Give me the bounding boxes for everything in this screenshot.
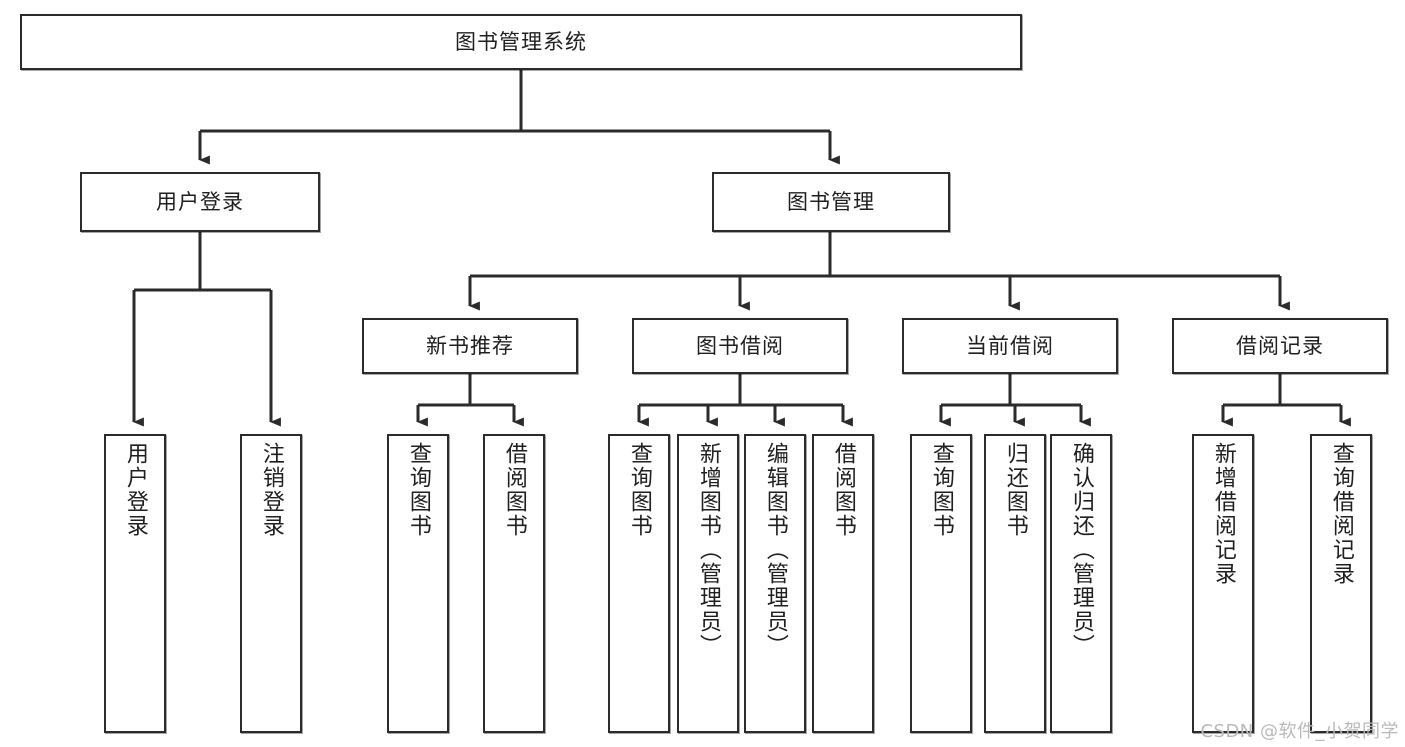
leaf-query-borrow-record-label: 查询借阅记录 — [1328, 442, 1354, 586]
leaf-query-borrow-record[interactable]: 查询借阅记录 — [1310, 434, 1372, 733]
node-new-book-recommend-label: 新书推荐 — [426, 333, 514, 358]
leaf-borrow-book-recommend-label: 借阅图书 — [501, 442, 527, 538]
node-borrow-record-label: 借阅记录 — [1236, 333, 1324, 358]
leaf-return-book[interactable]: 归还图书 — [984, 434, 1046, 733]
node-current-borrow[interactable]: 当前借阅 — [902, 318, 1118, 374]
leaf-add-borrow-record-label: 新增借阅记录 — [1210, 442, 1236, 586]
node-book-borrow-label: 图书借阅 — [696, 333, 784, 358]
leaf-add-borrow-record[interactable]: 新增借阅记录 — [1192, 434, 1254, 733]
leaf-query-book-borrow[interactable]: 查询图书 — [608, 434, 670, 733]
leaf-confirm-return-admin[interactable]: 确认归还（管理员） — [1050, 434, 1112, 733]
leaf-user-logout-label: 注销登录 — [258, 442, 284, 538]
node-book-manage[interactable]: 图书管理 — [712, 172, 950, 232]
node-user-login[interactable]: 用户登录 — [80, 172, 320, 232]
node-book-manage-label: 图书管理 — [787, 189, 875, 214]
leaf-query-book-current-label: 查询图书 — [928, 442, 954, 538]
leaf-query-book-borrow-label: 查询图书 — [626, 442, 652, 538]
node-root[interactable]: 图书管理系统 — [20, 14, 1022, 70]
leaf-borrow-book[interactable]: 借阅图书 — [812, 434, 874, 733]
leaf-borrow-book-label: 借阅图书 — [830, 442, 856, 538]
node-book-borrow[interactable]: 图书借阅 — [632, 318, 848, 374]
leaf-user-login[interactable]: 用户登录 — [104, 434, 166, 733]
leaf-edit-book-admin-label: 编辑图书（管理员） — [762, 442, 788, 658]
node-new-book-recommend[interactable]: 新书推荐 — [362, 318, 578, 374]
leaf-add-book-admin[interactable]: 新增图书（管理员） — [677, 434, 739, 733]
leaf-query-book-recommend[interactable]: 查询图书 — [387, 434, 449, 733]
leaf-add-book-admin-label: 新增图书（管理员） — [695, 442, 721, 658]
leaf-confirm-return-admin-label: 确认归还（管理员） — [1068, 442, 1094, 658]
leaf-user-logout[interactable]: 注销登录 — [240, 434, 302, 733]
node-current-borrow-label: 当前借阅 — [966, 333, 1054, 358]
leaf-borrow-book-recommend[interactable]: 借阅图书 — [483, 434, 545, 733]
leaf-query-book-recommend-label: 查询图书 — [405, 442, 431, 538]
node-borrow-record[interactable]: 借阅记录 — [1172, 318, 1388, 374]
node-user-login-label: 用户登录 — [156, 189, 244, 214]
node-root-label: 图书管理系统 — [455, 29, 587, 54]
leaf-return-book-label: 归还图书 — [1002, 442, 1028, 538]
leaf-edit-book-admin[interactable]: 编辑图书（管理员） — [744, 434, 806, 733]
leaf-query-book-current[interactable]: 查询图书 — [910, 434, 972, 733]
leaf-user-login-label: 用户登录 — [122, 442, 148, 538]
csdn-watermark: CSDN @软件_小贺同学 — [1200, 721, 1399, 742]
